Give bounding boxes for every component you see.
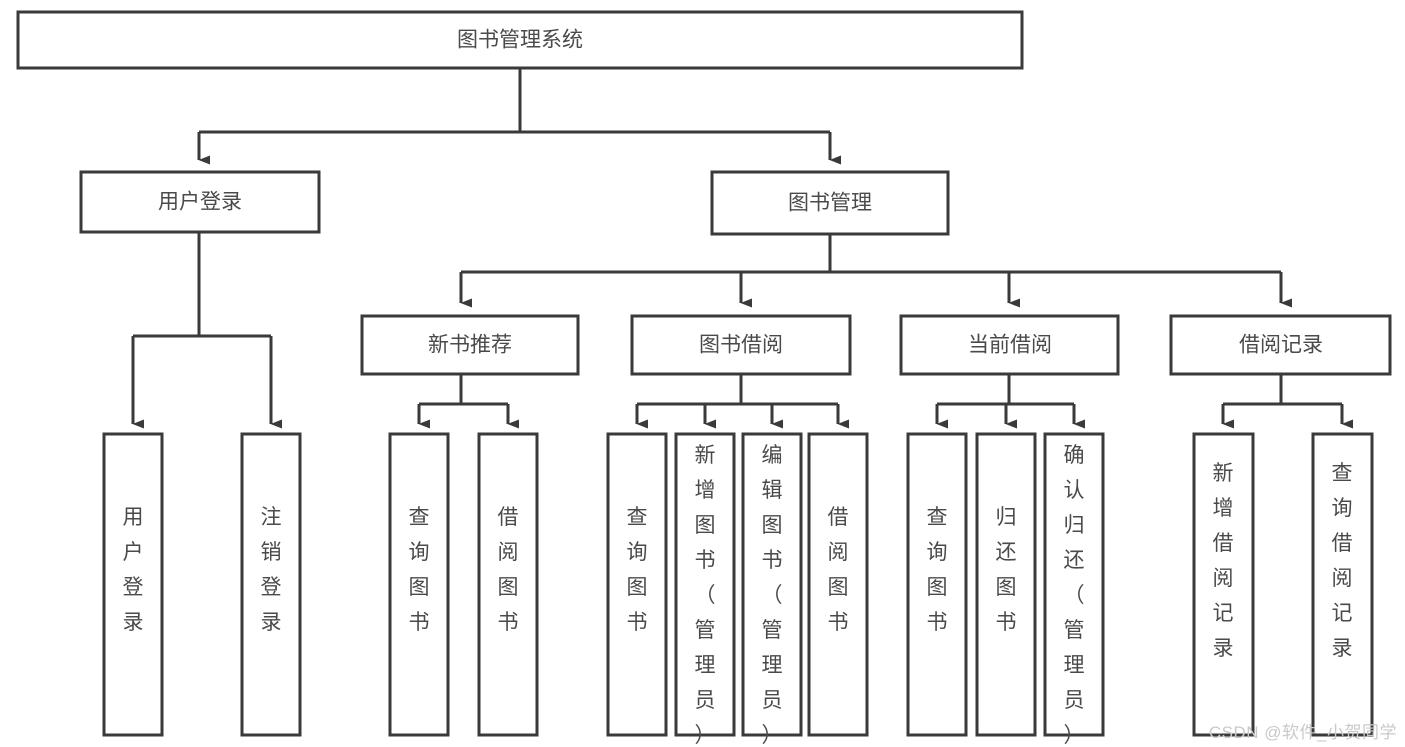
connector-layer — [131, 68, 1353, 429]
node-book-management-box[interactable] — [710, 170, 950, 236]
node-new-book-recommend[interactable]: 新书推荐 — [360, 314, 580, 376]
leaf-add-record-label: 新增借阅记录 — [1213, 462, 1234, 660]
leaf-node[interactable]: 借阅图书 — [477, 432, 539, 737]
leaf-query-book-3-label: 查询图书 — [927, 506, 948, 634]
node-book-management-label: 图书管理 — [788, 192, 872, 215]
node-book-borrow-label: 图书借阅 — [699, 334, 783, 357]
leaf-user-login-box[interactable] — [102, 432, 164, 737]
node-new-book-recommend-box[interactable] — [360, 314, 580, 376]
node-borrow-records-box[interactable] — [1169, 314, 1392, 376]
csdn-watermark: CSDN @软件_小贺同学 — [1208, 723, 1397, 742]
leaf-node[interactable]: 查询图书 — [906, 432, 968, 737]
node-book-borrow-box[interactable] — [630, 314, 852, 376]
leaf-node[interactable]: 归还图书 — [975, 432, 1037, 737]
node-root[interactable]: 图书管理系统 — [16, 10, 1024, 70]
node-user-login[interactable]: 用户登录 — [79, 170, 321, 234]
node-borrow-records-label: 借阅记录 — [1239, 334, 1323, 357]
leaf-borrow-book-1-label: 借阅图书 — [498, 506, 519, 634]
leaf-query-book-1-box[interactable] — [388, 432, 450, 737]
leaf-return-book-label: 归还图书 — [996, 506, 1017, 634]
leaf-query-book-2-label: 查询图书 — [627, 506, 648, 634]
leaf-node[interactable]: 注销登录 — [240, 432, 302, 737]
leaf-borrow-book-1-box[interactable] — [477, 432, 539, 737]
leaf-confirm-return-label: 确认归还（管理员） — [1064, 444, 1085, 747]
leaf-return-book-box[interactable] — [975, 432, 1037, 737]
node-root-box[interactable] — [16, 10, 1024, 70]
leaf-borrow-book-2-box[interactable] — [807, 432, 869, 737]
leaf-query-record-box[interactable] — [1311, 432, 1374, 737]
node-current-borrow[interactable]: 当前借阅 — [899, 314, 1120, 376]
node-new-book-recommend-label: 新书推荐 — [428, 334, 512, 357]
leaf-node[interactable]: 新增借阅记录 — [1192, 432, 1255, 737]
node-current-borrow-label: 当前借阅 — [968, 334, 1052, 357]
leaf-node[interactable]: 确认归还（管理员） — [1043, 432, 1105, 747]
leaf-edit-book-label: 编辑图书（管理员） — [762, 444, 783, 747]
leaf-query-book-3-box[interactable] — [906, 432, 968, 737]
leaf-logout-box[interactable] — [240, 432, 302, 737]
leaf-node[interactable]: 查询借阅记录 — [1311, 432, 1374, 737]
leaf-node[interactable]: 查询图书 — [606, 432, 668, 737]
leaf-node[interactable]: 编辑图书（管理员） — [741, 432, 803, 747]
node-borrow-records[interactable]: 借阅记录 — [1169, 314, 1392, 376]
leaf-add-book-label: 新增图书（管理员） — [695, 444, 716, 747]
leaf-node[interactable]: 查询图书 — [388, 432, 450, 737]
leaf-logout-label: 注销登录 — [261, 506, 282, 634]
node-book-borrow[interactable]: 图书借阅 — [630, 314, 852, 376]
leaf-query-book-1-label: 查询图书 — [409, 506, 430, 634]
node-book-management[interactable]: 图书管理 — [710, 170, 950, 236]
node-current-borrow-box[interactable] — [899, 314, 1120, 376]
leaf-node[interactable]: 新增图书（管理员） — [674, 432, 736, 747]
leaf-node[interactable]: 借阅图书 — [807, 432, 869, 737]
leaf-confirm-return-box[interactable] — [1043, 432, 1105, 737]
leaf-borrow-book-2-label: 借阅图书 — [828, 506, 849, 634]
node-root-label: 图书管理系统 — [457, 29, 583, 52]
leaf-edit-book-box[interactable] — [741, 432, 803, 737]
leaf-add-record-box[interactable] — [1192, 432, 1255, 737]
leaf-node[interactable]: 用户登录 — [102, 432, 164, 737]
node-user-login-label: 用户登录 — [158, 191, 242, 214]
leaf-query-record-label: 查询借阅记录 — [1332, 462, 1353, 660]
node-user-login-box[interactable] — [79, 170, 321, 234]
leaf-user-login-label: 用户登录 — [123, 506, 144, 634]
leaf-query-book-2-box[interactable] — [606, 432, 668, 737]
leaf-add-book-box[interactable] — [674, 432, 736, 737]
